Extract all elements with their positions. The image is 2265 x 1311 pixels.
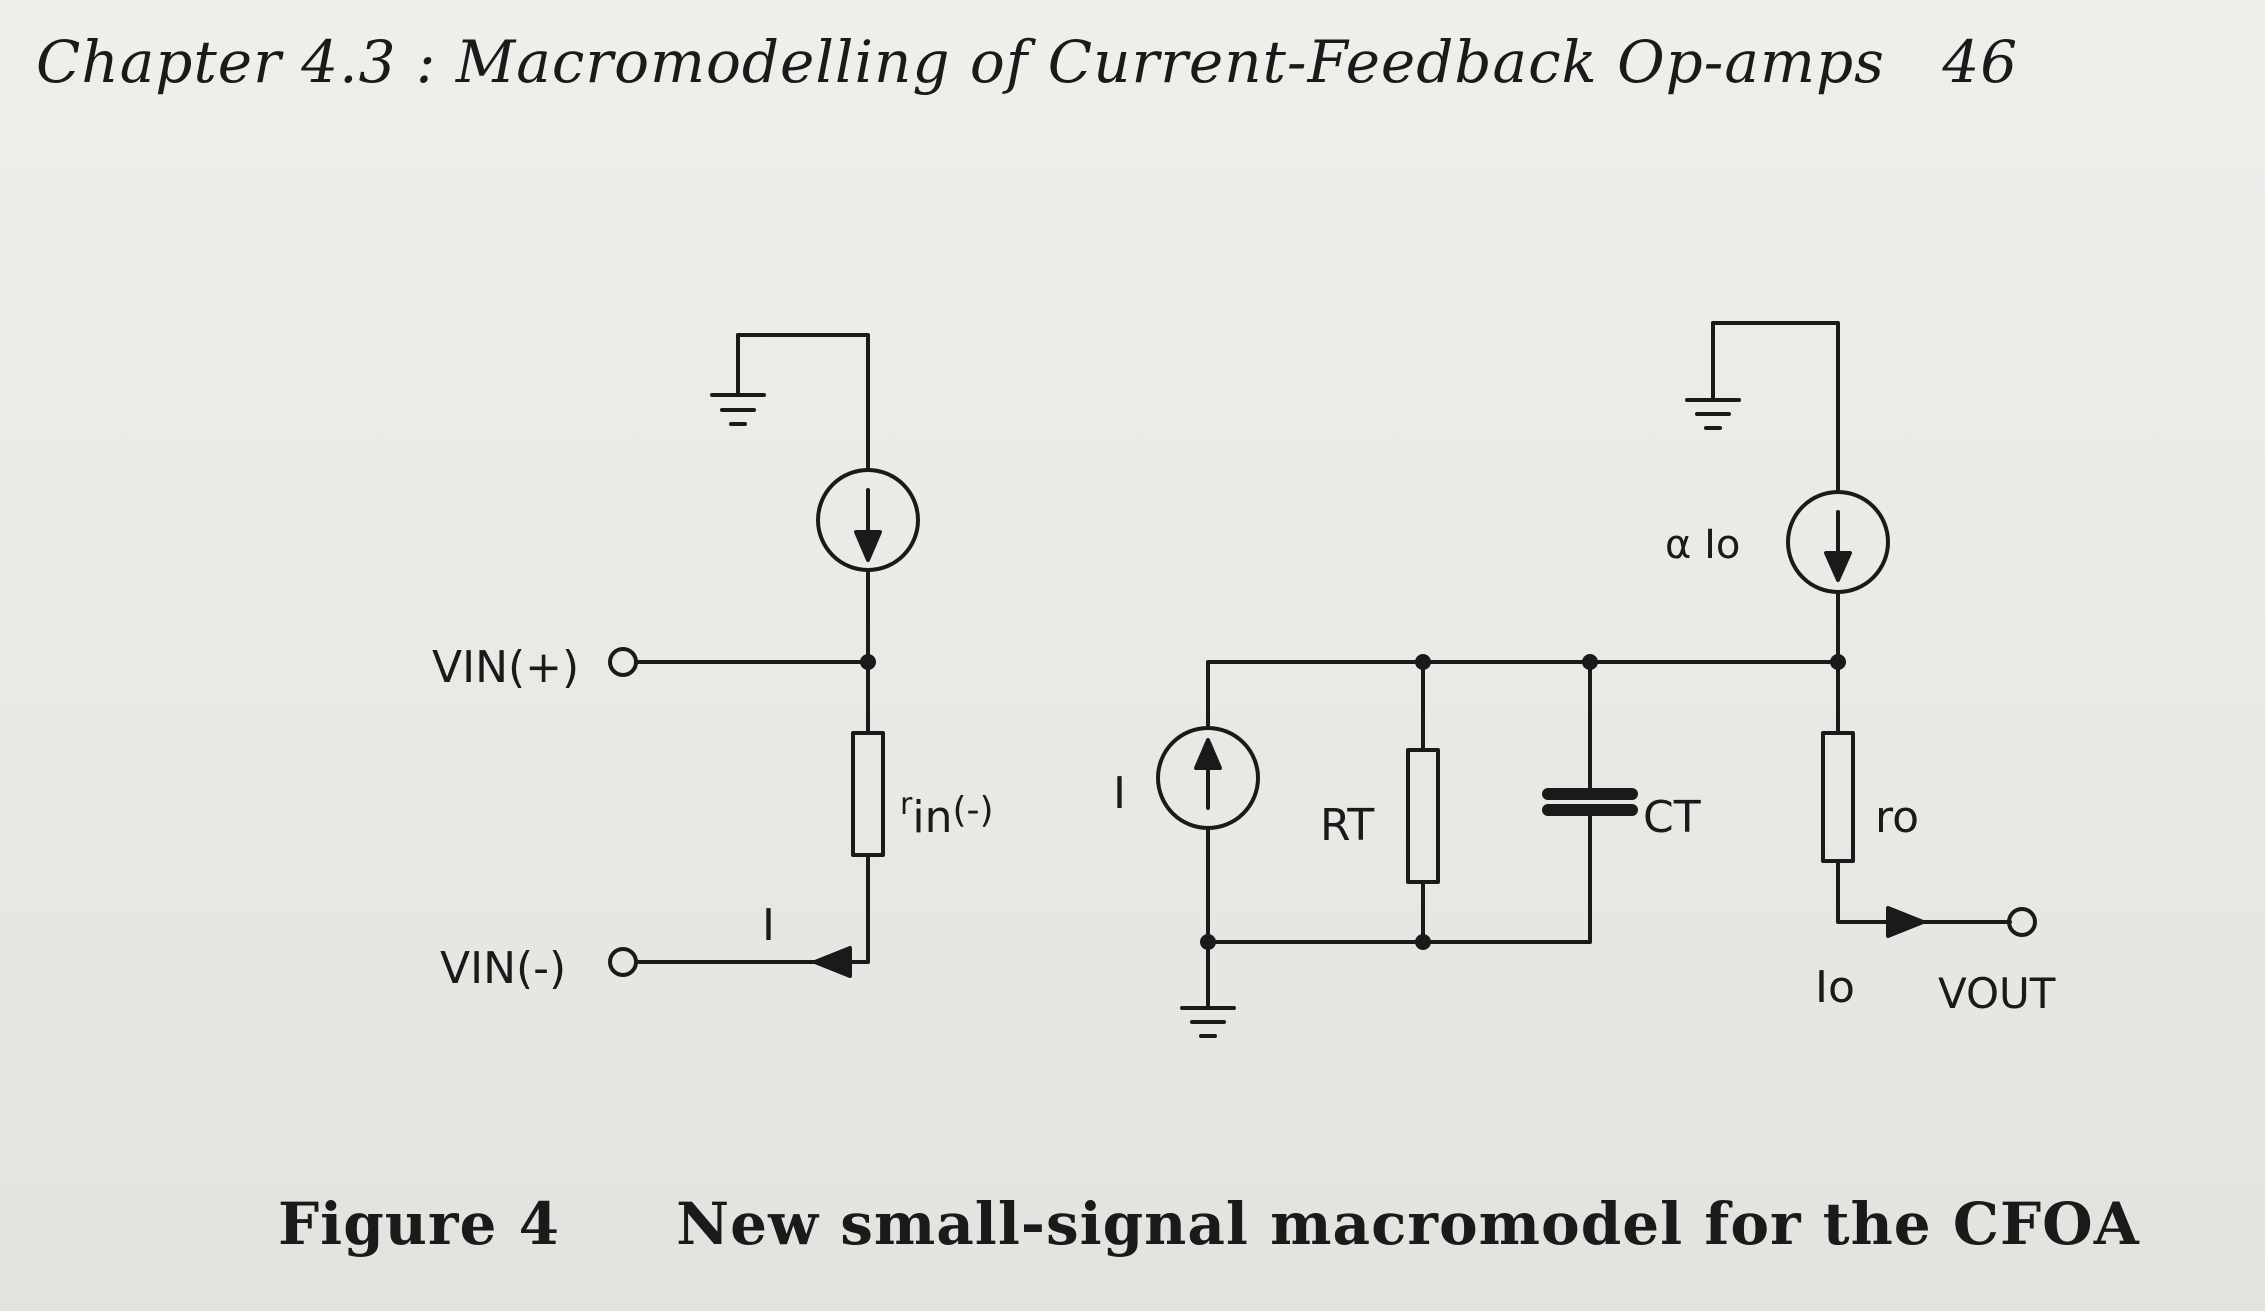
chapter-title: Chapter 4.3 : Macromodelling of Current-…	[36, 28, 1885, 96]
terminal-vout	[2007, 907, 2037, 937]
wire-output	[1836, 859, 2012, 924]
label-current-i-source: I	[1113, 768, 1126, 819]
figure-number: Figure 4	[278, 1190, 560, 1258]
figure-caption-text: New small-signal macromodel for the CFOA	[676, 1190, 2140, 1258]
ground-symbol-left-top	[710, 333, 766, 426]
node-dot-mid-bottom-left	[1200, 934, 1216, 950]
running-header: Chapter 4.3 : Macromodelling of Current-…	[36, 28, 2018, 96]
label-vout: VOUT	[1938, 969, 2056, 1018]
terminal-vin-plus	[608, 647, 638, 677]
wire-right-top	[1711, 321, 1840, 494]
node-dot-vin-plus	[860, 654, 876, 670]
capacitor-ct	[1542, 788, 1638, 816]
resistor-rin	[851, 731, 885, 857]
wire-mid-top	[1206, 660, 1840, 730]
current-source-left	[816, 468, 920, 572]
current-arrow-io	[1886, 906, 1925, 938]
label-alpha-io: α Io	[1665, 522, 1740, 568]
ground-symbol-mid-bottom	[1180, 1006, 1236, 1038]
label-rt: RT	[1320, 800, 1374, 851]
label-current-i-left: I	[762, 900, 775, 951]
node-dot-output	[1830, 654, 1846, 670]
node-dot-ct	[1582, 654, 1598, 670]
page-number: 46	[1942, 28, 2019, 96]
current-source-mid	[1156, 726, 1260, 830]
current-source-right	[1786, 490, 1890, 594]
label-io: Io	[1815, 962, 1855, 1013]
wire-left-top	[736, 333, 870, 472]
ground-symbol-right-top	[1685, 321, 1741, 430]
resistor-rt	[1406, 748, 1440, 884]
label-rin: rin(-)	[900, 787, 994, 843]
wire-left-bottom	[634, 853, 870, 964]
label-ct: CT	[1643, 792, 1701, 843]
resistor-ro	[1821, 731, 1855, 863]
wire-mid-bottom	[1206, 808, 1592, 944]
terminal-vin-minus	[608, 947, 638, 977]
label-vin-plus: VIN(+)	[432, 642, 579, 693]
label-ro: ro	[1875, 792, 1919, 843]
figure-caption: Figure 4 New small-signal macromodel for…	[278, 1190, 2140, 1258]
label-vin-minus: VIN(-)	[440, 943, 566, 994]
current-arrow-left	[813, 946, 852, 978]
node-dot-rt	[1415, 654, 1431, 670]
